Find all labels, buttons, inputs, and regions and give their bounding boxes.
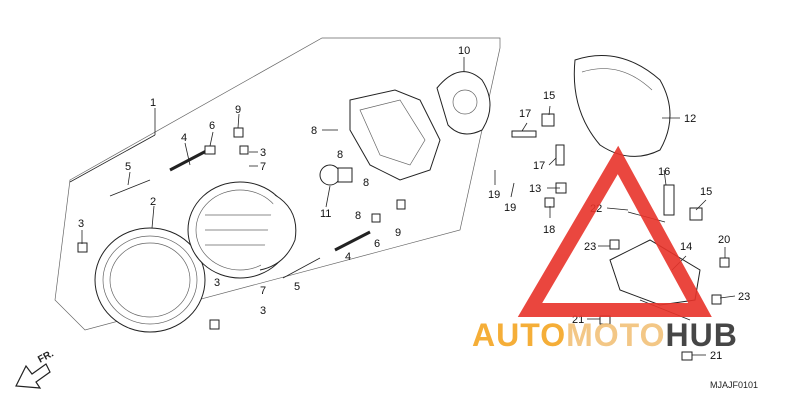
bulb (319, 164, 353, 186)
callout-19: 19 (488, 189, 500, 201)
headlight-rim (94, 227, 206, 333)
callout-7: 7 (260, 285, 266, 297)
callout-3: 3 (260, 147, 266, 159)
headlight-unit (187, 181, 297, 279)
callout-5: 5 (294, 281, 300, 293)
callout-8: 8 (311, 125, 317, 137)
harness-bracket (349, 89, 441, 181)
watermark-triangle (517, 145, 712, 317)
callout-2: 2 (150, 196, 156, 208)
callout-4: 4 (181, 132, 187, 144)
callout-4: 4 (345, 251, 351, 263)
callout-18: 18 (543, 224, 555, 236)
callout-6: 6 (209, 120, 215, 132)
callout-17: 17 (519, 108, 531, 120)
callout-10: 10 (458, 45, 470, 57)
callout-8: 8 (363, 177, 369, 189)
callout-21: 21 (710, 350, 722, 362)
watermark-text-auto: AUTO (472, 317, 566, 353)
watermark-logo: AUTOMOTOHUB (472, 145, 738, 353)
watermark-text: AUTOMOTOHUB (472, 317, 738, 353)
diagram-code: MJAJF0101 (710, 380, 758, 390)
callout-23: 23 (738, 291, 750, 303)
callout-labels: 1 2 3 3 3 3 4 4 5 5 6 6 7 7 8 8 8 8 9 9 … (78, 45, 750, 362)
callout-1: 1 (150, 97, 156, 109)
callout-17: 17 (533, 160, 545, 172)
callout-12: 12 (684, 113, 696, 125)
callout-9: 9 (395, 227, 401, 239)
direction-label: FR. (36, 348, 56, 365)
callout-3: 3 (260, 305, 266, 317)
callout-3: 3 (78, 218, 84, 230)
watermark-text-moto: MOTO (566, 317, 665, 353)
callout-11: 11 (320, 208, 331, 220)
callout-14: 14 (680, 241, 692, 253)
callout-15: 15 (543, 90, 555, 102)
callout-9: 9 (235, 104, 241, 116)
callout-7: 7 (260, 161, 266, 173)
callout-5: 5 (125, 161, 131, 173)
headlight-case (573, 55, 671, 157)
watermark-text-hub: HUB (665, 317, 737, 353)
callout-19: 19 (504, 202, 516, 214)
callout-8: 8 (355, 210, 361, 222)
callout-6: 6 (374, 238, 380, 250)
callout-8: 8 (337, 149, 343, 161)
callout-13: 13 (529, 183, 541, 195)
assembly-frame (54, 37, 501, 331)
socket-cover (436, 71, 491, 135)
callout-16: 16 (658, 166, 670, 178)
callout-20: 20 (718, 234, 730, 246)
callout-15: 15 (700, 186, 712, 198)
front-direction-indicator: FR. (15, 348, 56, 389)
fasteners (77, 113, 730, 361)
callout-3: 3 (214, 277, 220, 289)
callout-23: 23 (584, 241, 596, 253)
leader-lines (69, 57, 736, 356)
